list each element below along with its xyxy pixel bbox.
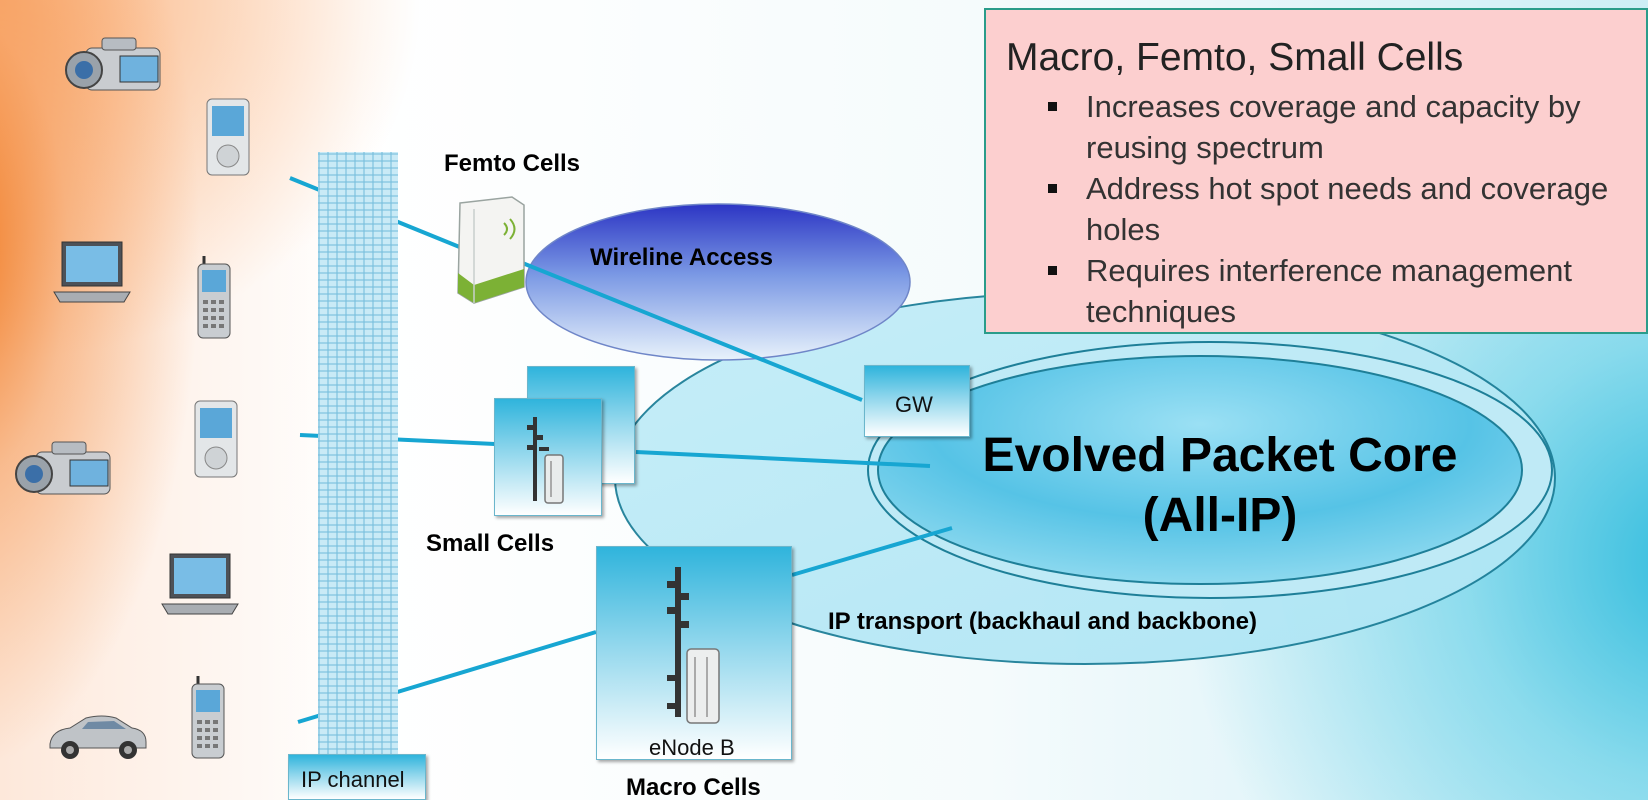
small-cells-label: Small Cells bbox=[426, 530, 555, 557]
enode-b-label: eNode B bbox=[649, 735, 735, 760]
wireline-access-ellipse bbox=[525, 203, 911, 361]
epc-ellipse bbox=[877, 355, 1523, 585]
ip-channel-label: IP channel bbox=[301, 767, 405, 792]
epc-title-line2: (All-IP) bbox=[1142, 489, 1298, 542]
epc-title-line1: Evolved Packet Core bbox=[982, 429, 1458, 482]
info-box-title: Macro, Femto, Small Cells bbox=[1006, 36, 1464, 79]
phone-icon bbox=[197, 256, 231, 339]
media-player-icon bbox=[206, 98, 250, 176]
laptop-icon-2 bbox=[161, 553, 239, 615]
wireline-access-label: Wireline Access bbox=[590, 244, 773, 271]
phone-icon-2 bbox=[191, 676, 225, 759]
media-player-icon-2 bbox=[194, 400, 238, 478]
camcorder-icon-2 bbox=[15, 441, 111, 495]
info-bullet: Address hot spot needs and coverage hole… bbox=[1048, 168, 1646, 250]
gw-node: GW bbox=[864, 365, 970, 437]
laptop-icon bbox=[53, 241, 131, 303]
gw-label: GW bbox=[895, 392, 933, 417]
femto-cell-icon bbox=[457, 196, 525, 304]
ip-channel-tower bbox=[318, 152, 398, 757]
small-cell-tile-front bbox=[494, 398, 602, 516]
camcorder-icon bbox=[65, 37, 161, 91]
car-icon bbox=[49, 715, 147, 759]
info-bullet: Requires interference management techniq… bbox=[1048, 250, 1646, 332]
small-cell-tower-icon bbox=[527, 417, 564, 504]
ip-channel-box: IP channel bbox=[288, 754, 426, 800]
ip-transport-label: IP transport (backhaul and backbone) bbox=[828, 608, 1257, 635]
enode-b-node: eNode B bbox=[596, 546, 792, 760]
info-bullet: Increases coverage and capacity by reusi… bbox=[1048, 86, 1646, 168]
info-box: Macro, Femto, Small Cells Increases cove… bbox=[984, 8, 1648, 334]
macro-tower-icon bbox=[667, 567, 720, 724]
macro-cells-label: Macro Cells bbox=[626, 774, 761, 800]
femto-cells-label: Femto Cells bbox=[444, 150, 581, 177]
